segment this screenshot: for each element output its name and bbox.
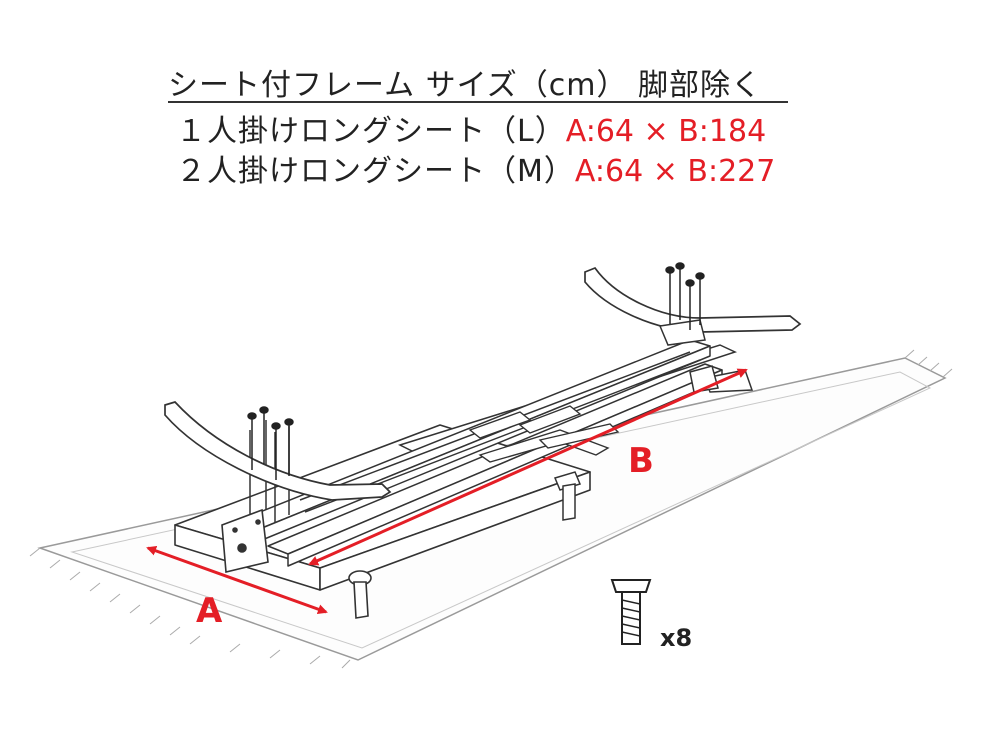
spec-row-1-label: １人掛けロングシート（L）	[176, 114, 566, 149]
spec-title: シート付フレーム サイズ（cm） 脚部除く	[168, 68, 762, 103]
right-arch-support	[584, 266, 802, 333]
spec-row-1-dims: A:64 × B:184	[565, 114, 767, 149]
right-screws	[665, 262, 705, 330]
screw-count-label: x8	[660, 624, 692, 652]
dimension-b-label: B	[628, 441, 654, 481]
right-arch-block	[658, 319, 706, 346]
spec-row-2: ２人掛けロングシート（M）A:64 × B:227	[176, 146, 775, 190]
dimension-a-arrow	[146, 546, 328, 614]
screw-icon	[610, 579, 652, 645]
size-spec-block: シート付フレーム サイズ（cm） 脚部除く １人掛けロングシート（L）A:64 …	[0, 0, 983, 200]
leg-front-left	[348, 570, 372, 619]
dimension-a-label: A	[196, 591, 223, 631]
left-screws	[247, 406, 294, 480]
spec-row-2-label: ２人掛けロングシート（M）	[176, 154, 575, 189]
left-arch-support	[164, 401, 392, 501]
spec-row-2-dims: A:64 × B:227	[574, 154, 776, 189]
spec-row-1: １人掛けロングシート（L）A:64 × B:184	[176, 106, 766, 150]
dimension-b-arrow	[308, 368, 748, 566]
spec-underline	[168, 101, 788, 103]
